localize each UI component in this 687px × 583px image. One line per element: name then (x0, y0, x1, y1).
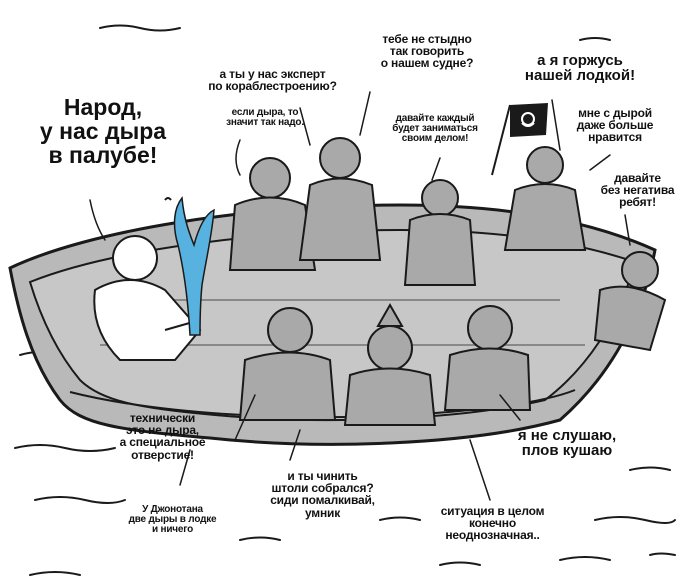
man-at-hole (93, 235, 202, 361)
caption-fix-it: и ты чинить штоли собрался? сиди помалки… (270, 469, 375, 520)
passenger-thinking (343, 302, 437, 426)
caption-not-listening: я не слушаю, плов кушаю (517, 427, 617, 460)
caption-proud: а я горжусь нашей лодкой! (524, 52, 636, 85)
water-jet-icon (164, 196, 215, 336)
caption-expert: а ты у нас эксперт по кораблестроению? (208, 67, 337, 94)
passenger-with-flag (491, 104, 587, 251)
passenger-expert (298, 137, 382, 261)
caption-ambiguous: ситуация в целом конечно неоднозначная.. (440, 504, 545, 543)
caption-hole-shout: Народ, у нас дыра в палубе! (39, 94, 167, 169)
caption-technically: технически это не дыра, а специальное от… (119, 411, 206, 462)
passenger-eating-plov (443, 305, 532, 411)
caption-busy: давайте каждый будет заниматься своим де… (392, 113, 478, 145)
passenger-leaning-out (593, 251, 667, 352)
caption-no-negative: давайте без негатива ребят! (600, 171, 675, 210)
passenger-kneeling (403, 179, 477, 286)
caption-jonathan: У Джонотана две дыры в лодке и ничего (128, 504, 217, 536)
caption-not-ashamed: тебе не стыдно так говорить о нашем судн… (380, 32, 474, 71)
caption-like-hole: мне с дырой даже больше нравится (576, 106, 654, 145)
caption-so-needed: если дыра, то значит так надо. (226, 107, 304, 129)
passenger-pointing (238, 307, 337, 421)
flag-icon (510, 103, 548, 137)
